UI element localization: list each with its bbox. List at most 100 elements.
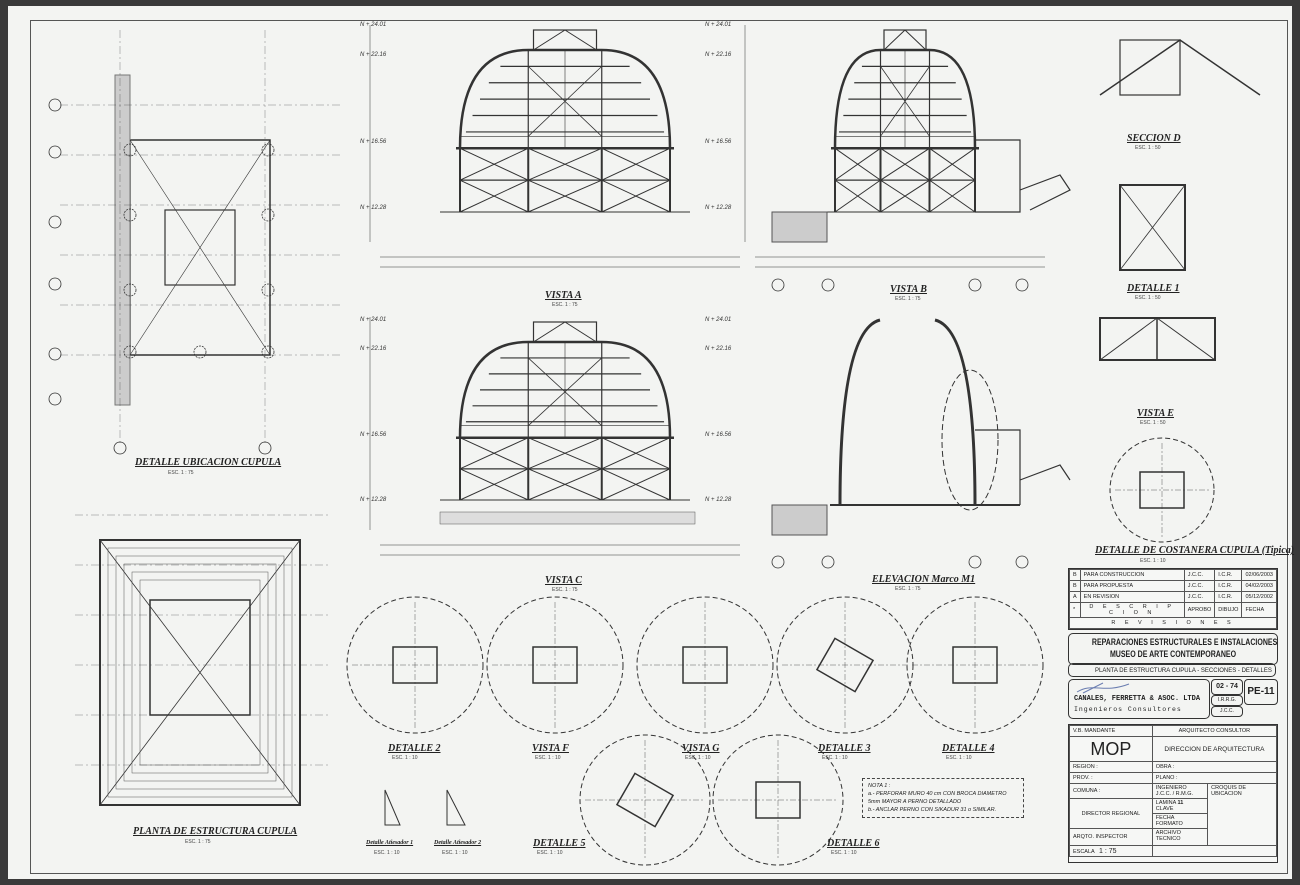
atiesador-1-shape bbox=[384, 789, 401, 826]
title-elevacion: ELEVACION Marco M1 bbox=[872, 574, 976, 585]
detalle-1-frame bbox=[1119, 184, 1186, 271]
rev-header-aprobo: APROBO bbox=[1183, 602, 1216, 618]
project-title-line2: MUSEO DE ARTE CONTEMPORANEO bbox=[1109, 649, 1237, 659]
director-regional: DIRECTOR REGIONAL bbox=[1069, 798, 1153, 829]
grid-axis-bubble bbox=[48, 277, 62, 291]
vista-b-brace bbox=[880, 147, 930, 181]
rev-dibujo: I.C.R. bbox=[1214, 569, 1243, 581]
ubicacion-wall bbox=[114, 74, 131, 406]
rev-fecha: 05/12/2002 bbox=[1241, 591, 1277, 603]
scale-elevacion: ESC. 1 : 75 bbox=[895, 586, 921, 592]
grid-axis-bubble bbox=[771, 555, 785, 569]
project-title-line1: REPARACIONES ESTRUCTURALES E INSTALACION… bbox=[1091, 637, 1278, 647]
grid-axis-bubble bbox=[1015, 278, 1029, 292]
title-vista-f: VISTA F bbox=[532, 743, 569, 754]
title-costanera: DETALLE DE COSTANERA CUPULA (Tipica) bbox=[1095, 545, 1295, 556]
dibujo-initials: I.R.R.G. bbox=[1211, 695, 1243, 706]
detalle-4-circle bbox=[906, 596, 1044, 734]
elevacion-frame bbox=[838, 318, 977, 506]
grid-axis-bubble bbox=[821, 278, 835, 292]
mop-logo: MOP bbox=[1069, 736, 1153, 762]
rev-dibujo: I.C.R. bbox=[1214, 580, 1243, 592]
title-vista-g: VISTA G bbox=[682, 743, 720, 754]
rev-aprobo: J.C.C. bbox=[1183, 591, 1216, 603]
revisions-label: R E V I S I O N E S bbox=[1069, 617, 1277, 629]
scale-vista-b: ESC. 1 : 75 bbox=[895, 296, 921, 302]
rev-letter: B bbox=[1069, 569, 1081, 581]
firm-box: CANALES, FERRETTA & ASOC. LTDA Ingeniero… bbox=[1068, 679, 1210, 719]
rev-desc: PARA CONSTRUCCION bbox=[1079, 569, 1185, 581]
level-label: N + 24.01 bbox=[360, 22, 387, 28]
grid-axis-bubble bbox=[968, 278, 982, 292]
title-detalle-1: DETALLE 1 bbox=[1127, 283, 1180, 294]
elevacion-wall bbox=[771, 504, 828, 536]
vista-c-brace bbox=[459, 437, 529, 470]
grid-axis-bubble bbox=[48, 98, 62, 112]
scale-vista-c: ESC. 1 : 75 bbox=[552, 587, 578, 593]
level-label: N + 16.56 bbox=[705, 139, 732, 145]
seccion-d-frame bbox=[1119, 39, 1181, 96]
vista-b-brace bbox=[880, 66, 930, 137]
project-title: REPARACIONES ESTRUCTURALES E INSTALACION… bbox=[1068, 633, 1278, 665]
rev-aprobo: J.C.C. bbox=[1183, 580, 1216, 592]
title-detalle-4: DETALLE 4 bbox=[942, 743, 995, 754]
costanera-circle bbox=[1109, 437, 1215, 543]
rev-header-letter: * bbox=[1069, 602, 1081, 618]
grid-axis-bubble bbox=[48, 392, 62, 406]
level-label: N + 16.56 bbox=[360, 139, 387, 145]
grid-axis-bubble bbox=[771, 278, 785, 292]
detail-callout-circle bbox=[261, 345, 275, 359]
plan-title: PLANTA DE ESTRUCTURA CUPULA - SECCIONES … bbox=[1068, 663, 1276, 677]
obra-label: OBRA : bbox=[1151, 761, 1278, 773]
rev-aprobo: J.C.C. bbox=[1183, 569, 1216, 581]
vista-b-brace bbox=[880, 179, 930, 213]
title-seccion-d: SECCION D bbox=[1127, 133, 1181, 144]
scale-atiesador-2: ESC. 1 : 10 bbox=[442, 850, 468, 856]
scale-detalle-6: ESC. 1 : 10 bbox=[831, 850, 857, 856]
vb-mandante: V.B. MANDANTE bbox=[1069, 725, 1153, 737]
ingeniero-value: J.C.C. / R.M.G. bbox=[1155, 791, 1194, 797]
title-vista-b: VISTA B bbox=[890, 284, 927, 295]
detalle-5-circle bbox=[579, 734, 711, 866]
rev-fecha: 04/02/2003 bbox=[1241, 580, 1277, 592]
elevacion-annex bbox=[975, 429, 1071, 505]
vista-g-circle bbox=[636, 596, 774, 734]
detalle-3-plate bbox=[815, 637, 875, 693]
detalle-6-circle bbox=[712, 734, 844, 866]
vista-a-brace bbox=[601, 179, 671, 213]
croquis-ubicacion: CROQUIS DE UBICACION bbox=[1207, 783, 1277, 846]
scale-detalle-4: ESC. 1 : 10 bbox=[946, 755, 972, 761]
level-label: N + 12.28 bbox=[705, 205, 732, 211]
vista-b-brace bbox=[834, 147, 881, 181]
level-label: N + 24.01 bbox=[705, 22, 732, 28]
level-label: N + 22.16 bbox=[360, 52, 387, 58]
vista-c-brace bbox=[528, 437, 602, 470]
planta-lantern bbox=[149, 599, 251, 716]
title-vista-c: VISTA C bbox=[545, 575, 582, 586]
title-detalle-ubicacion: DETALLE UBICACION CUPULA bbox=[135, 457, 282, 468]
vista-c-brace bbox=[528, 468, 602, 501]
title-atiesador-1: Detalle Atiesador 1 bbox=[366, 840, 414, 846]
title-detalle-3: DETALLE 3 bbox=[818, 743, 871, 754]
title-detalle-2: DETALLE 2 bbox=[388, 743, 441, 754]
elevacion-callout bbox=[941, 369, 999, 511]
vista-c-lantern-brace bbox=[564, 321, 597, 343]
detalle-5-plate bbox=[615, 772, 675, 828]
ubicacion-lantern bbox=[164, 209, 236, 286]
formato-label: FORMATO bbox=[1155, 821, 1183, 827]
detail-callout-circle bbox=[193, 345, 207, 359]
title-vista-a: VISTA A bbox=[545, 290, 582, 301]
grid-axis-bubble bbox=[968, 555, 982, 569]
lamina-label: LAMINA bbox=[1155, 800, 1176, 806]
detail-callout-circle bbox=[123, 143, 137, 157]
vista-a-brace bbox=[528, 147, 602, 181]
fecha-label: FECHA bbox=[1155, 815, 1175, 821]
level-label: N + 22.16 bbox=[705, 52, 732, 58]
level-label: N + 12.28 bbox=[360, 497, 387, 503]
note-item-a: a.- PERFORAR MURO 40 cm CON BROCA DIAMET… bbox=[868, 791, 1007, 805]
vista-c-lantern-brace bbox=[533, 321, 566, 343]
title-atiesador-2: Detalle Atiesador 2 bbox=[434, 840, 482, 846]
